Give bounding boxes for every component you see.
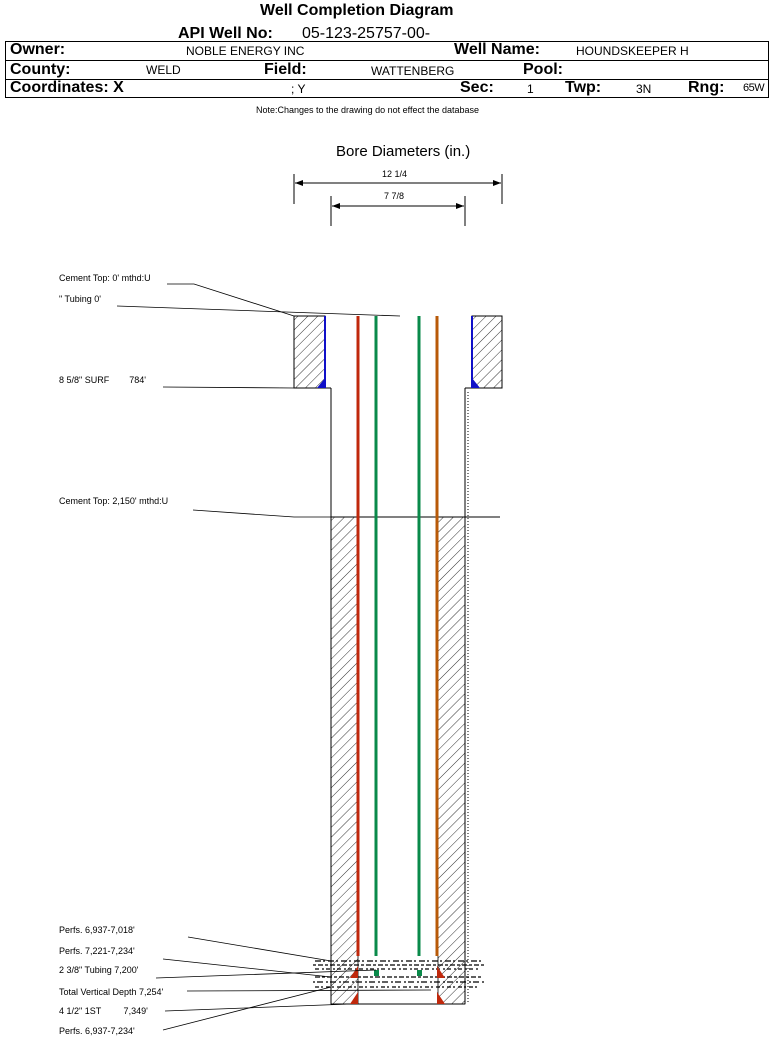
leader-tubing-top bbox=[116, 305, 401, 317]
header-rule-top bbox=[5, 41, 769, 42]
sec-value: 1 bbox=[527, 82, 534, 96]
perforation-zone-lower bbox=[313, 976, 484, 988]
county-label: County: bbox=[10, 61, 71, 78]
annotation-tvd: Total Vertical Depth 7,254' bbox=[59, 987, 164, 997]
owner-label: Owner: bbox=[10, 41, 66, 58]
annotation-cement-top-prod: Cement Top: 2,150' mthd:U bbox=[59, 496, 168, 506]
header-rule-left bbox=[5, 41, 6, 97]
leader-production-casing bbox=[164, 1003, 351, 1012]
annotation-perfs-combined: Perfs. 6,937-7,234' bbox=[59, 1026, 135, 1036]
rng-label: Rng: bbox=[688, 79, 725, 96]
perforation-zone-upper bbox=[313, 960, 484, 970]
leader-perfs-2 bbox=[162, 958, 332, 978]
casing-shoe-lower-left bbox=[350, 992, 358, 1004]
surface-casing-shoe-right bbox=[472, 378, 480, 388]
header-rule-1 bbox=[5, 60, 769, 61]
database-note: Note:Changes to the drawing do not effec… bbox=[256, 105, 479, 115]
leader-cement-top-surface bbox=[167, 283, 295, 317]
coordinates-label: Coordinates: X bbox=[10, 79, 124, 96]
surface-cement-right bbox=[471, 315, 503, 389]
api-well-value: 05-123-25757-00- bbox=[302, 25, 431, 42]
annotation-perfs-2: Perfs. 7,221-7,234' bbox=[59, 946, 135, 956]
county-value: WELD bbox=[146, 63, 181, 77]
surface-casing-shoe-left bbox=[317, 378, 325, 388]
annotation-surface-casing: 8 5/8" SURF 784' bbox=[59, 375, 146, 385]
coordinates-y-value: ; Y bbox=[291, 82, 306, 96]
leader-surface-casing bbox=[162, 386, 295, 389]
bore-diameters-title: Bore Diameters (in.) bbox=[336, 143, 470, 160]
page-title: Well Completion Diagram bbox=[260, 2, 454, 19]
annotation-perfs-1: Perfs. 6,937-7,018' bbox=[59, 925, 135, 935]
leader-perfs-1 bbox=[187, 936, 332, 962]
annotation-tubing-top: " Tubing 0' bbox=[59, 294, 101, 304]
well-name-value: HOUNDSKEEPER H bbox=[576, 44, 689, 58]
production-cement-right bbox=[437, 516, 466, 1005]
leader-perfs-combined bbox=[162, 986, 332, 1031]
annotation-tubing-bottom: 2 3/8" Tubing 7,200' bbox=[59, 965, 139, 975]
annotation-production-casing: 4 1/2" 1ST 7,349' bbox=[59, 1006, 148, 1016]
outer-bore-dim-label: 12 1/4 bbox=[382, 169, 407, 179]
leader-cement-top-prod bbox=[192, 509, 331, 518]
header-rule-2 bbox=[5, 79, 769, 80]
api-well-label: API Well No: bbox=[178, 25, 273, 42]
inner-bore-dim-label: 7 7/8 bbox=[384, 191, 404, 201]
owner-value: NOBLE ENERGY INC bbox=[186, 44, 305, 58]
well-name-label: Well Name: bbox=[454, 41, 540, 58]
rng-value: 65W bbox=[743, 82, 765, 94]
pool-label: Pool: bbox=[523, 61, 563, 78]
tubing-end-left bbox=[374, 970, 379, 976]
twp-value: 3N bbox=[636, 82, 652, 96]
tubing-end-right bbox=[417, 970, 422, 976]
production-cement-left bbox=[330, 516, 359, 1005]
leader-tubing-bottom bbox=[155, 969, 377, 979]
header-rule-bottom bbox=[5, 97, 769, 98]
field-value: WATTENBERG bbox=[371, 64, 455, 78]
field-label: Field: bbox=[264, 61, 307, 78]
twp-label: Twp: bbox=[565, 79, 602, 96]
casing-shoe-upper-left bbox=[350, 966, 358, 978]
annotation-cement-top-surface: Cement Top: 0' mthd:U bbox=[59, 273, 151, 283]
leader-tvd bbox=[186, 989, 432, 992]
sec-label: Sec: bbox=[460, 79, 494, 96]
surface-cement-left bbox=[293, 315, 326, 389]
casing-shoe-lower-right bbox=[437, 992, 445, 1004]
casing-shoe-upper-right bbox=[437, 966, 445, 978]
